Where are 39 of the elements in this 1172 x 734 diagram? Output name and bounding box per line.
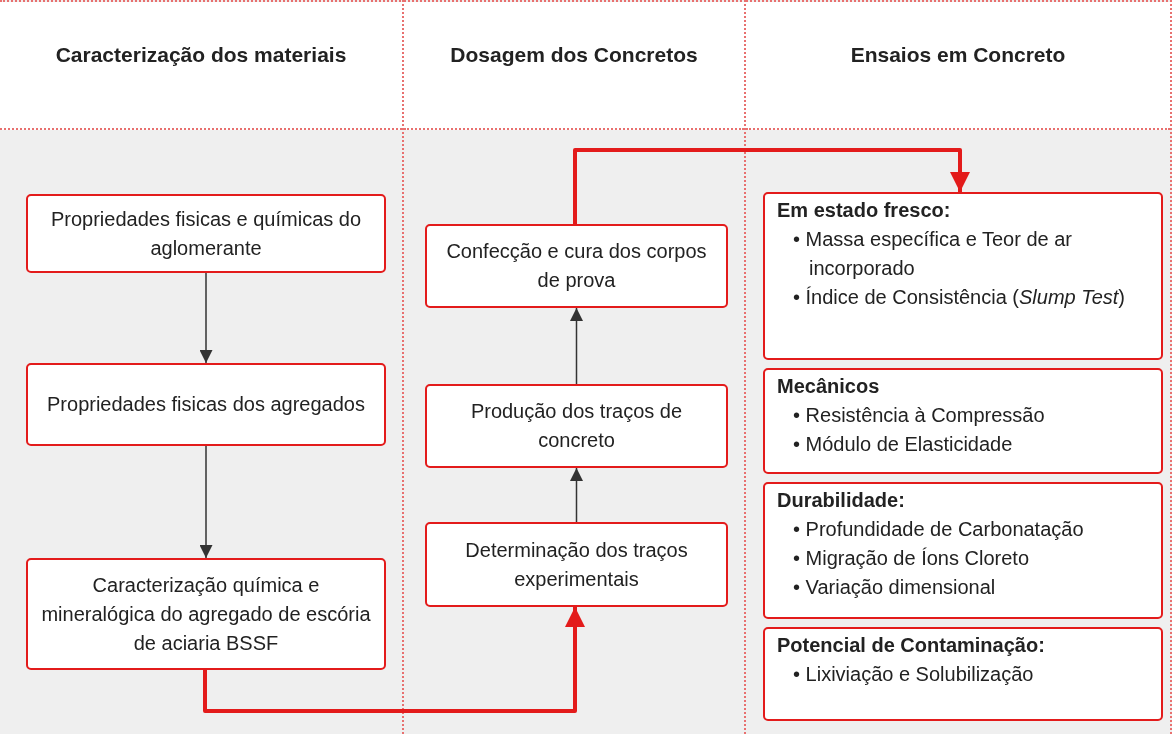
box-heading: Potencial de Contaminação: <box>777 633 1046 658</box>
bullet-item: • Migração de Íons Cloreto <box>792 546 1030 571</box>
column-heading: Caracterização dos materiais <box>54 42 348 68</box>
arrow <box>570 467 583 523</box>
arrow <box>199 445 213 559</box>
column-band <box>746 0 1172 734</box>
box-text: Propriedades fisicas e químicas do aglomerante <box>49 206 363 261</box>
column-heading: Ensaios em Concreto <box>849 42 1067 68</box>
arrow <box>203 607 585 713</box>
box-heading: Em estado fresco: <box>777 198 952 223</box>
process-box <box>26 194 386 273</box>
bullet-item: • Profundidade de Carbonatação <box>792 517 1085 542</box>
column-heading: Dosagem dos Concretos <box>449 42 699 68</box>
process-box <box>763 482 1163 619</box>
bullet-item: • Resistência à Compressão <box>792 403 1046 428</box>
box-heading: Durabilidade: <box>777 488 906 513</box>
process-box <box>425 384 728 468</box>
process-box <box>763 192 1163 360</box>
box-text: Propriedades fisicas dos agregados <box>46 392 366 417</box>
process-box <box>26 363 386 446</box>
process-box <box>425 522 728 607</box>
bullet-item: • Lixiviação e Solubilização <box>792 662 1035 687</box>
column-band <box>0 0 404 734</box>
process-box <box>763 627 1163 721</box>
bullet-item: • Variação dimensional <box>792 575 997 600</box>
process-box <box>763 368 1163 474</box>
bullet-item: • Índice de Consistência (Slump Test) <box>792 285 1126 310</box>
box-text: Caracterização química e mineralógica do agregado de escória de aciaria BSSF <box>40 572 372 656</box>
process-box <box>26 558 386 670</box>
box-text: Confecção e cura dos corpos de prova <box>445 239 708 293</box>
arrow <box>573 148 970 224</box>
bullet-item: • Massa específica e Teor de ar incorporado <box>792 227 1073 281</box>
process-box <box>425 224 728 308</box>
arrow <box>199 272 213 364</box>
arrow <box>570 307 583 385</box>
box-heading: Mecânicos <box>777 374 881 399</box>
box-text: Determinação dos traços experimentais <box>464 537 689 592</box>
bullet-item: • Módulo de Elasticidade <box>792 432 1014 457</box>
box-text: Produção dos traços de concreto <box>469 399 684 453</box>
